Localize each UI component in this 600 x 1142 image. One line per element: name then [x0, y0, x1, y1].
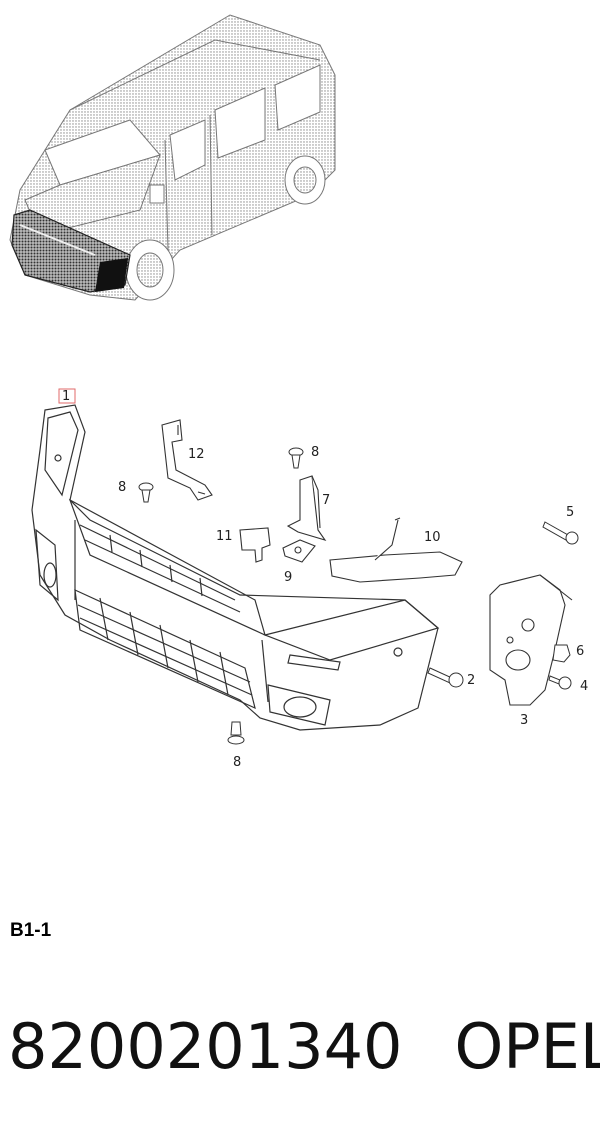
- nut-6: [552, 644, 571, 663]
- callout-8-upper: 8: [311, 445, 319, 460]
- callout-9: 9: [284, 570, 292, 585]
- callout-7: 7: [322, 493, 330, 508]
- van-front-bumper-highlight: [11, 209, 131, 293]
- part-9-clip: [282, 539, 316, 563]
- callout-8-lower: 8: [233, 755, 241, 770]
- part-3-side-bracket: [489, 574, 573, 706]
- callout-11: 11: [216, 529, 233, 544]
- van-overview-illustration: [9, 14, 336, 301]
- callout-3: 3: [520, 713, 528, 728]
- part-12-bracket: [161, 419, 213, 501]
- callout-5: 5: [566, 505, 574, 520]
- callout-1: 1: [62, 389, 70, 404]
- exploded-view-svg: 1 2 3 4 5 6 7 8 8 8 9 10 11 12: [9, 14, 588, 770]
- brand-name: OPEL: [454, 1010, 600, 1083]
- fastener-8-upper: [288, 447, 304, 469]
- screw-5: [542, 521, 579, 545]
- callout-6: 6: [576, 644, 584, 659]
- screw-4: [548, 675, 572, 690]
- footer-caption: 8200201340 OPEL: [8, 1010, 600, 1083]
- part-number: 8200201340: [8, 1010, 403, 1083]
- part-1-front-bumper: [31, 404, 440, 731]
- part-11-clip: [239, 527, 271, 563]
- fastener-8-left: [138, 482, 154, 503]
- screw-2: [427, 667, 464, 688]
- callout-2: 2: [467, 673, 475, 688]
- callout-4: 4: [580, 679, 588, 694]
- section-code: B1-1: [10, 920, 52, 941]
- part-10-trim-strip: [329, 517, 463, 583]
- callout-12: 12: [188, 447, 205, 462]
- callout-8-left: 8: [118, 480, 126, 495]
- callout-1-highlight-box: [58, 388, 76, 404]
- fastener-8-lower: [227, 721, 245, 745]
- callout-10: 10: [424, 530, 441, 545]
- part-7-bracket: [286, 475, 327, 541]
